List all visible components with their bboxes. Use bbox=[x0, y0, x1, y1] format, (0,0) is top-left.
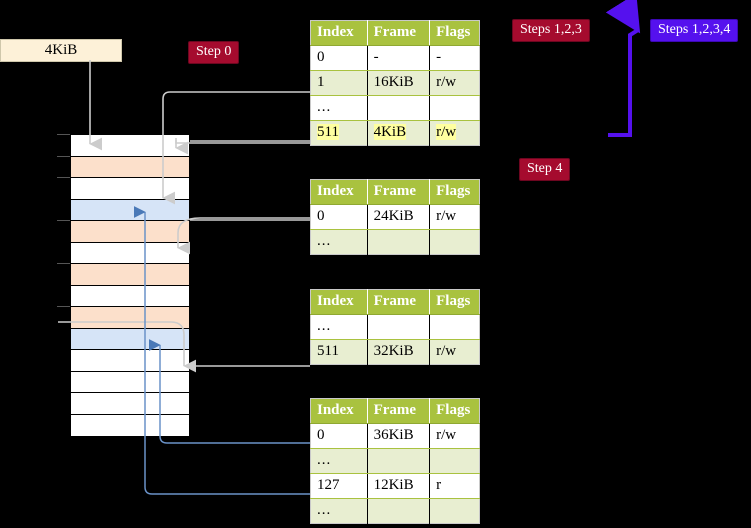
table-row: ... bbox=[310, 448, 480, 474]
cell-frame bbox=[367, 448, 431, 474]
column-header-frame: Frame bbox=[367, 20, 431, 46]
column-header-index: Index bbox=[310, 179, 368, 205]
cell-flags bbox=[429, 95, 480, 121]
cell-flags: r/w bbox=[429, 339, 480, 365]
frame-tick-mark bbox=[57, 220, 70, 221]
cell-frame: 16KiB bbox=[367, 70, 431, 96]
cell-frame: - bbox=[367, 45, 431, 71]
table-row: ... bbox=[310, 95, 480, 121]
memory-frame-row bbox=[71, 414, 189, 436]
cell-index: 511 bbox=[310, 120, 368, 146]
table-row: ... bbox=[310, 229, 480, 255]
wire-24kib-hook bbox=[177, 217, 310, 255]
memory-frame-row bbox=[71, 328, 189, 350]
column-header-flags: Flags bbox=[429, 179, 480, 205]
cell-flags: r/w bbox=[429, 120, 480, 146]
cell-frame bbox=[367, 95, 431, 121]
cell-index: 0 bbox=[310, 45, 368, 71]
cell-frame: 4KiB bbox=[367, 120, 431, 146]
column-header-frame: Frame bbox=[367, 398, 431, 424]
cell-index: 0 bbox=[310, 204, 368, 230]
cell-frame bbox=[367, 498, 431, 524]
cell-index: ... bbox=[310, 229, 368, 255]
cell-index: ... bbox=[310, 448, 368, 474]
badge-step-0: Step 0 bbox=[188, 41, 240, 64]
column-header-flags: Flags bbox=[429, 398, 480, 424]
frame-tick-mark bbox=[57, 134, 70, 135]
cell-flags bbox=[429, 498, 480, 524]
cell-frame bbox=[367, 314, 431, 340]
memory-frame-row bbox=[57, 134, 189, 157]
table-row: ... bbox=[310, 314, 480, 340]
cell-flags: r/w bbox=[429, 70, 480, 96]
cell-index: ... bbox=[310, 95, 368, 121]
cell-index: 0 bbox=[310, 423, 368, 449]
memory-frame-row bbox=[57, 155, 189, 178]
cell-index: ... bbox=[310, 498, 368, 524]
cell-flags: r/w bbox=[429, 423, 480, 449]
cell-index: ... bbox=[310, 314, 368, 340]
column-header-flags: Flags bbox=[429, 289, 480, 315]
column-header-frame: Frame bbox=[367, 289, 431, 315]
memory-frame-row bbox=[57, 220, 189, 243]
cell-frame: 32KiB bbox=[367, 339, 431, 365]
memory-frame-row bbox=[71, 371, 189, 393]
cell-index: 511 bbox=[310, 339, 368, 365]
memory-frame-row bbox=[71, 350, 189, 372]
memory-frame-row bbox=[71, 393, 189, 415]
cell-flags bbox=[429, 314, 480, 340]
memory-frame-row bbox=[71, 199, 189, 221]
cell-flags: r/w bbox=[429, 204, 480, 230]
wire-steps-1234-bracket bbox=[605, 0, 641, 137]
wire-pml4-to-grid bbox=[175, 140, 310, 144]
badge-steps-1-2-3-4: Steps 1,2,3,4 bbox=[650, 19, 739, 42]
cell-flags bbox=[429, 229, 480, 255]
cell-frame: 12KiB bbox=[367, 473, 431, 499]
column-header-index: Index bbox=[310, 398, 368, 424]
column-header-index: Index bbox=[310, 289, 368, 315]
column-header-flags: Flags bbox=[429, 20, 480, 46]
memory-frame-row bbox=[71, 242, 189, 264]
cell-index: 127 bbox=[310, 473, 368, 499]
cell-frame: 24KiB bbox=[367, 204, 431, 230]
cell-flags bbox=[429, 448, 480, 474]
column-header-index: Index bbox=[310, 20, 368, 46]
frame-tick-mark bbox=[57, 155, 70, 157]
table-row: 0-- bbox=[310, 45, 480, 71]
frame-tick-mark bbox=[57, 177, 70, 178]
memory-frame-row bbox=[57, 177, 189, 200]
frame-tick-mark bbox=[57, 263, 70, 264]
memory-frame-row bbox=[57, 263, 189, 286]
cell-flags: - bbox=[429, 45, 480, 71]
memory-frame-row bbox=[71, 285, 189, 307]
memory-frame-row bbox=[57, 306, 189, 329]
cell-frame bbox=[367, 229, 431, 255]
column-header-frame: Frame bbox=[367, 179, 431, 205]
badge-step-4: Step 4 bbox=[519, 158, 571, 181]
wire-pdpt-from-grid bbox=[190, 218, 310, 232]
table-row: ... bbox=[310, 498, 480, 524]
memory-size-label: 4KiB bbox=[44, 42, 78, 58]
frame-tick-mark bbox=[57, 306, 70, 307]
physical-memory-grid bbox=[57, 134, 190, 436]
memory-size-bar: 4KiB bbox=[0, 39, 122, 62]
cell-frame: 36KiB bbox=[367, 423, 431, 449]
cell-index: 1 bbox=[310, 70, 368, 96]
badge-steps-1-2-3: Steps 1,2,3 bbox=[512, 19, 590, 42]
cell-flags: r bbox=[429, 473, 480, 499]
